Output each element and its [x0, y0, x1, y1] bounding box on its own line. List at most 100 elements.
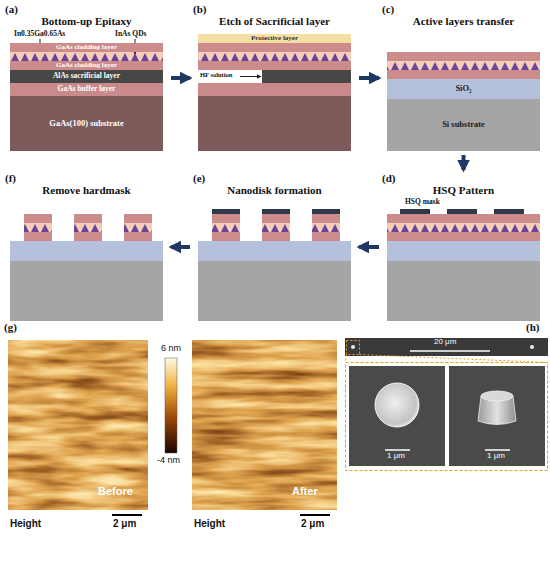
layer-band: Si substrate	[387, 99, 540, 151]
mask-label: HSQ mask	[405, 198, 440, 206]
layer-band: GaAs cladding layer	[10, 43, 163, 52]
layer-label: GaAs(100) substrate	[49, 119, 123, 128]
oxide-layer	[198, 241, 351, 261]
layer-label: Si substrate	[442, 120, 485, 129]
sem-image	[449, 366, 545, 466]
layer-band: GaAs buffer layer	[10, 83, 163, 96]
panel-title: Active layers transfer	[381, 15, 546, 27]
scale-label: 2 μm	[301, 519, 324, 529]
layer-label: GaAs cladding layer	[56, 62, 117, 70]
hsq-mask	[262, 209, 290, 214]
panel-letter: (h)	[526, 322, 539, 333]
nanodisk-cladding	[212, 214, 240, 223]
scale-bar	[410, 350, 490, 352]
buffer-layer	[198, 83, 351, 96]
panel-letter: (g)	[4, 322, 17, 333]
oxide-layer	[10, 241, 163, 261]
quantum-dot-layer	[10, 52, 163, 61]
hsq-mask	[494, 209, 524, 214]
panel-title: Nanodisk formation	[192, 184, 357, 196]
zoom-line	[360, 355, 548, 363]
substrate-layer	[198, 96, 351, 151]
scale-label: 20 μm	[434, 338, 456, 346]
scale-bar	[112, 514, 142, 516]
afm-image	[8, 340, 148, 510]
hsq-mask	[212, 209, 240, 214]
layer-annotation: InAs QDs	[115, 30, 146, 38]
process-panel: (e)Nanodisk formation	[192, 172, 357, 322]
quantum-dot-layer	[198, 52, 351, 61]
process-arrow	[171, 245, 190, 249]
layer-label: SiO₂	[455, 84, 471, 93]
layer-label: AlAs sacrificial layer	[53, 72, 120, 80]
afm-image	[192, 340, 337, 510]
quantum-dot-layer	[387, 61, 540, 70]
color-bar	[165, 358, 177, 453]
etch-arrow	[240, 76, 261, 77]
process-panel: (d)HSQ Pattern	[381, 172, 546, 322]
quantum-dot-layer	[387, 223, 540, 232]
panel-letter: (e)	[193, 172, 205, 184]
nanodisk-cladding	[124, 214, 152, 223]
hsq-mask	[447, 209, 477, 214]
cladding-layer	[387, 232, 540, 241]
nanodisk-cladding	[24, 214, 52, 223]
scale-label: 1 μm	[387, 452, 405, 460]
cladding-layer	[387, 214, 540, 223]
etchant-label: HF solution	[200, 72, 232, 79]
channel-label: Height	[10, 519, 41, 529]
nanodisk-top-face	[481, 391, 513, 401]
panel-title: Bottom-up Epitaxy	[4, 15, 169, 27]
process-arrow	[359, 245, 379, 249]
image-tag: Before	[98, 486, 133, 497]
colorbar-min: -4 nm	[157, 456, 180, 465]
process-panel: (a)Bottom-up EpitaxyGaAs cladding layerG…	[4, 3, 169, 153]
layer-label: GaAs cladding layer	[56, 44, 117, 52]
image-tag: After	[292, 486, 318, 497]
sacrificial-layer	[262, 70, 351, 83]
layer-label: GaAs buffer layer	[58, 85, 116, 93]
scale-label: 1 μm	[487, 452, 505, 460]
cladding-layer	[387, 70, 540, 79]
layer-band: AlAs sacrificial layer	[10, 70, 163, 83]
panel-letter: (d)	[382, 172, 395, 184]
oxide-layer	[387, 241, 540, 261]
nanodisk-dots	[124, 223, 152, 232]
layer-band: GaAs cladding layer	[10, 61, 163, 70]
nanodisk-dots	[262, 223, 290, 232]
channel-label: Height	[194, 519, 225, 529]
layer-band: SiO₂	[387, 79, 540, 99]
nanodisk-cladding	[312, 214, 340, 223]
panel-letter: (b)	[193, 3, 206, 15]
silicon-substrate	[198, 261, 351, 321]
panel-letter: (c)	[382, 3, 394, 15]
etched-gap	[198, 70, 262, 83]
nanodisk-cladding	[24, 232, 52, 241]
nanodisk-cladding	[212, 232, 240, 241]
process-arrow	[359, 76, 379, 80]
process-panel: (c)Active layers transferSiO₂ Si substrat…	[381, 3, 546, 153]
process-arrow	[462, 155, 466, 170]
scale-label: 2 μm	[113, 519, 136, 529]
panel-letter: (a)	[5, 3, 18, 15]
hsq-mask	[400, 209, 430, 214]
layer-label: Protective layer	[251, 35, 298, 43]
colorbar-max: 6 nm	[161, 344, 181, 353]
zoom-line	[346, 355, 347, 363]
nanodisk-cladding	[262, 232, 290, 241]
scale-bar	[485, 449, 510, 451]
zoom-box	[347, 341, 360, 355]
panel-title: HSQ Pattern	[381, 184, 546, 196]
sem-image	[349, 366, 445, 466]
nanodisk-dot	[530, 345, 534, 349]
layer-band: GaAs(100) substrate	[10, 96, 163, 151]
panel-letter: (f)	[5, 172, 16, 184]
cladding-layer	[198, 61, 351, 70]
nanodisk-dots	[212, 223, 240, 232]
sem-overview	[345, 338, 548, 356]
nanodisk-dot	[351, 345, 355, 349]
panel-title: Etch of Sacrificial layer	[192, 15, 357, 27]
layer-annotation: In0.35Ga0.65As	[14, 30, 65, 38]
